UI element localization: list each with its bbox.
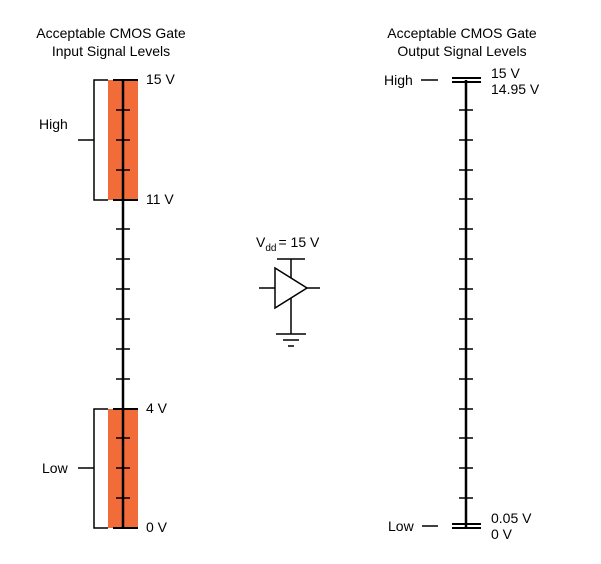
input-title-line2: Input Signal Levels	[52, 43, 170, 59]
input-high-bracket	[78, 79, 108, 201]
buffer-gate-icon	[259, 258, 320, 334]
input-high-range-label: High	[39, 116, 68, 132]
input-voltage-axis	[113, 79, 138, 529]
output-title-line1: Acceptable CMOS Gate	[387, 25, 537, 41]
output-bottom-label: 0 V	[491, 526, 513, 542]
ground-icon	[276, 333, 306, 347]
output-high-level-label: 14.95 V	[491, 81, 540, 97]
output-voltage-axis	[452, 77, 481, 529]
output-top-label: 15 V	[491, 65, 520, 81]
input-high-threshold-label: 11 V	[146, 191, 174, 207]
output-title-line2: Output Signal Levels	[397, 43, 526, 59]
output-minor-ticks	[459, 109, 473, 499]
supply-voltage-label: Vdd= 15 V	[256, 234, 320, 254]
input-low-threshold-label: 4 V	[146, 400, 168, 416]
output-low-label: Low	[388, 518, 415, 534]
input-title-line1: Acceptable CMOS Gate	[36, 25, 186, 41]
input-minor-ticks	[116, 109, 130, 499]
input-low-range-label: Low	[42, 460, 69, 476]
input-low-bracket	[78, 408, 108, 529]
input-top-label: 15 V	[146, 71, 175, 87]
output-low-level-label: 0.05 V	[491, 510, 532, 526]
output-high-label: High	[384, 72, 413, 88]
input-bottom-label: 0 V	[146, 519, 168, 535]
